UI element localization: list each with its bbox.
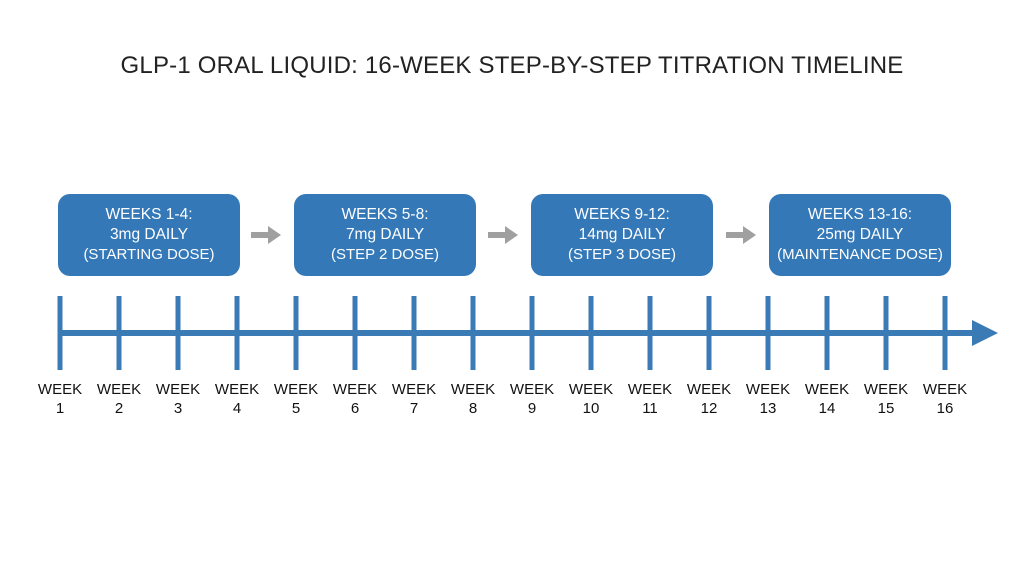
week-tick <box>234 296 240 370</box>
week-label-text: WEEK <box>922 381 968 398</box>
week-number: 3 <box>173 400 183 417</box>
phase-weeks: WEEKS 1-4: <box>105 206 193 223</box>
week-label: WEEK 12 <box>679 380 739 418</box>
week-number: 14 <box>818 400 836 417</box>
week-label-text: WEEK <box>509 381 555 398</box>
phase-weeks: WEEKS 13-16: <box>807 206 913 223</box>
week-label-text: WEEK <box>627 381 673 398</box>
week-number: 10 <box>582 400 600 417</box>
week-number: 8 <box>468 400 478 417</box>
week-tick <box>470 296 476 370</box>
phase-box-1: WEEKS 1-4: 3mg DAILY (STARTING DOSE) <box>58 194 240 276</box>
week-tick <box>647 296 653 370</box>
week-label: WEEK 6 <box>325 380 385 418</box>
week-label: WEEK 13 <box>738 380 798 418</box>
week-tick <box>765 296 771 370</box>
week-number: 6 <box>350 400 360 417</box>
week-tick <box>175 296 181 370</box>
week-label-text: WEEK <box>332 381 378 398</box>
step-arrow-icon <box>488 226 518 244</box>
week-label-text: WEEK <box>391 381 437 398</box>
week-label-text: WEEK <box>273 381 319 398</box>
week-tick <box>588 296 594 370</box>
week-number: 15 <box>877 400 895 417</box>
week-label: WEEK 9 <box>502 380 562 418</box>
phase-note: (MAINTENANCE DOSE) <box>777 246 943 263</box>
week-tick <box>352 296 358 370</box>
week-number: 11 <box>642 400 658 417</box>
week-label-text: WEEK <box>37 381 83 398</box>
week-label: WEEK 16 <box>915 380 975 418</box>
phase-dose: 7mg DAILY <box>345 226 425 243</box>
week-number: 1 <box>55 400 65 417</box>
step-arrow-icon <box>251 226 281 244</box>
week-number: 7 <box>409 400 419 417</box>
week-label-text: WEEK <box>214 381 260 398</box>
week-tick <box>883 296 889 370</box>
week-label: WEEK 5 <box>266 380 326 418</box>
phase-box-2: WEEKS 5-8: 7mg DAILY (STEP 2 DOSE) <box>294 194 476 276</box>
phase-box-4: WEEKS 13-16: 25mg DAILY (MAINTENANCE DOS… <box>769 194 951 276</box>
week-label-text: WEEK <box>155 381 201 398</box>
week-tick <box>706 296 712 370</box>
week-label-text: WEEK <box>863 381 909 398</box>
step-arrow-icon <box>726 226 756 244</box>
phase-weeks: WEEKS 5-8: <box>341 206 429 223</box>
week-label: WEEK 10 <box>561 380 621 418</box>
week-tick <box>116 296 122 370</box>
phase-weeks: WEEKS 9-12: <box>574 206 670 223</box>
week-label: WEEK 3 <box>148 380 208 418</box>
week-number: 16 <box>936 400 954 417</box>
week-number: 13 <box>759 400 777 417</box>
week-number: 4 <box>232 400 242 417</box>
week-label: WEEK 7 <box>384 380 444 418</box>
phase-dose: 25mg DAILY <box>816 226 904 243</box>
week-label: WEEK 2 <box>89 380 149 418</box>
week-label: WEEK 11 <box>620 380 680 418</box>
week-tick <box>529 296 535 370</box>
diagram-title: GLP-1 ORAL LIQUID: 16-WEEK STEP-BY-STEP … <box>120 52 904 79</box>
week-tick <box>293 296 299 370</box>
week-label-text: WEEK <box>96 381 142 398</box>
week-tick <box>57 296 63 370</box>
week-label: WEEK 4 <box>207 380 267 418</box>
phase-dose: 3mg DAILY <box>109 226 189 243</box>
week-tick <box>411 296 417 370</box>
phase-dose: 14mg DAILY <box>578 226 666 243</box>
week-label: WEEK 1 <box>30 380 90 418</box>
phase-box-3: WEEKS 9-12: 14mg DAILY (STEP 3 DOSE) <box>531 194 713 276</box>
week-label-text: WEEK <box>804 381 850 398</box>
week-number: 2 <box>114 400 124 417</box>
week-number: 9 <box>527 400 537 417</box>
timeline-arrowhead-icon <box>972 320 998 346</box>
phase-note: (STEP 3 DOSE) <box>567 246 677 263</box>
week-label-text: WEEK <box>450 381 496 398</box>
week-tick <box>942 296 948 370</box>
phase-note: (STARTING DOSE) <box>83 246 215 263</box>
phase-note: (STEP 2 DOSE) <box>330 246 440 263</box>
week-tick <box>824 296 830 370</box>
week-label-text: WEEK <box>568 381 614 398</box>
week-label: WEEK 14 <box>797 380 857 418</box>
week-label: WEEK 15 <box>856 380 916 418</box>
week-label-text: WEEK <box>745 381 791 398</box>
week-label: WEEK 8 <box>443 380 503 418</box>
week-number: 5 <box>291 400 301 417</box>
week-label-text: WEEK <box>686 381 732 398</box>
week-number: 12 <box>700 400 718 417</box>
